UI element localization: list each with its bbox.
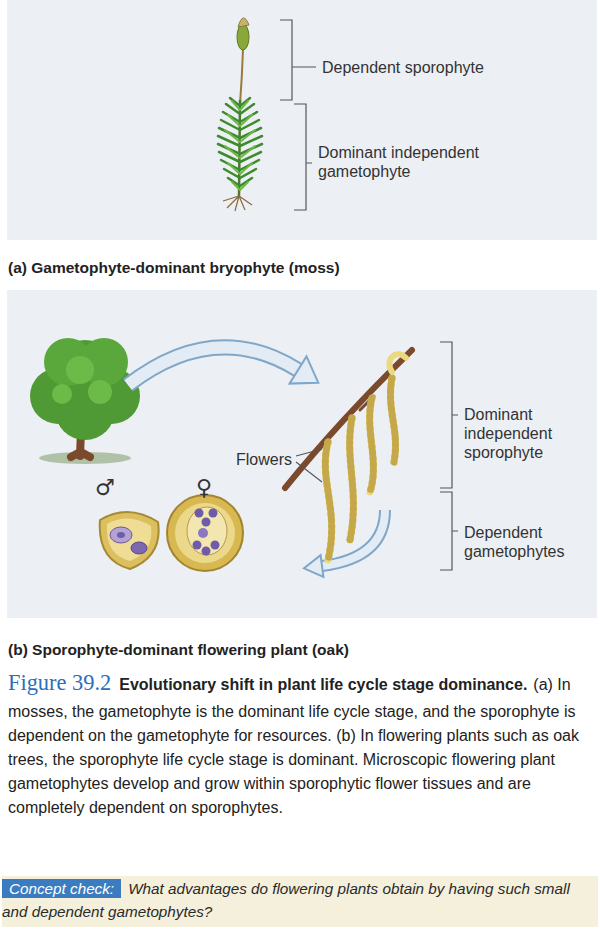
catkin-flower bbox=[325, 442, 331, 560]
stage-label: Dependent gametophytes bbox=[464, 523, 584, 561]
female-gametophyte bbox=[167, 495, 243, 571]
catkin-flower bbox=[390, 378, 395, 462]
catkin-flower bbox=[389, 354, 406, 372]
sex-symbol: ♂ bbox=[95, 476, 125, 500]
male-gametophyte bbox=[100, 512, 159, 569]
male-gametophyte bbox=[117, 532, 125, 538]
female-gametophyte bbox=[195, 509, 204, 518]
bracket bbox=[280, 20, 316, 100]
female-gametophyte bbox=[187, 507, 227, 555]
moss-illustration bbox=[223, 196, 252, 211]
moss-illustration bbox=[238, 18, 249, 27]
leader-line bbox=[296, 449, 322, 482]
figure-number: Figure 39.2 bbox=[8, 670, 111, 695]
cycle-arrow bbox=[290, 356, 319, 383]
oak-tree bbox=[66, 356, 94, 384]
female-gametophyte bbox=[193, 541, 202, 550]
panel-background bbox=[7, 0, 597, 240]
panel-title: (a) Gametophyte-dominant bryophyte (moss… bbox=[7, 258, 597, 277]
stage-label: Dominant independent sporophyte bbox=[464, 405, 579, 462]
female-gametophyte bbox=[211, 541, 220, 550]
moss-illustration bbox=[218, 18, 262, 211]
stage-label: Dominant independent gametophyte bbox=[318, 143, 498, 181]
bracket bbox=[440, 492, 458, 570]
caption-block: Figure 39.2 Evolutionary shift in plant l… bbox=[8, 666, 594, 820]
figure-title: Evolutionary shift in plant life cycle s… bbox=[119, 676, 527, 693]
catkin-flower bbox=[370, 398, 374, 492]
cycle-arrow bbox=[128, 347, 298, 385]
catkin-flower bbox=[390, 378, 395, 462]
male-gametophyte bbox=[131, 542, 147, 554]
oak-tree bbox=[52, 384, 72, 404]
female-gametophyte bbox=[167, 495, 243, 571]
panel-background bbox=[7, 290, 597, 618]
male-gametophyte bbox=[100, 512, 159, 569]
oak-tree bbox=[30, 338, 140, 464]
oak-tree bbox=[88, 380, 112, 404]
leader-line bbox=[296, 449, 322, 482]
figure-caption: (a) In mosses, the gametophyte is the do… bbox=[8, 676, 579, 816]
part-label: Flowers bbox=[236, 450, 306, 469]
catkin-flower bbox=[325, 354, 406, 560]
female-gametophyte bbox=[202, 547, 211, 556]
bracket bbox=[440, 342, 458, 488]
moss-illustration bbox=[225, 101, 255, 190]
female-gametophyte bbox=[175, 503, 235, 563]
female-gametophyte bbox=[202, 518, 211, 527]
catkin-flower bbox=[350, 418, 354, 540]
panel-title: (b) Sporophyte-dominant flowering plant … bbox=[7, 640, 597, 659]
male-gametophyte bbox=[107, 518, 151, 561]
moss-illustration bbox=[237, 24, 249, 50]
cycle-arrow bbox=[128, 347, 298, 385]
moss-illustration bbox=[240, 49, 243, 104]
figure-panel: (a) Gametophyte-dominant bryophyte (moss… bbox=[7, 0, 597, 240]
cycle-arrow bbox=[128, 347, 385, 577]
bracket bbox=[294, 104, 312, 210]
stage-label: Dependent sporophyte bbox=[322, 58, 542, 77]
female-gametophyte bbox=[198, 528, 208, 538]
catkin-flower bbox=[325, 442, 331, 560]
sex-symbol: ♀ bbox=[196, 476, 226, 500]
catkin-flower bbox=[370, 398, 374, 492]
panel-background bbox=[7, 0, 597, 618]
male-gametophyte bbox=[110, 527, 132, 543]
female-gametophyte bbox=[209, 509, 218, 518]
concept-check-box: Concept check:What advantages do floweri… bbox=[2, 876, 598, 927]
cycle-arrow bbox=[304, 555, 323, 577]
catkin-flower bbox=[350, 418, 354, 540]
concept-tag: Concept check: bbox=[2, 879, 121, 898]
bracket bbox=[280, 20, 458, 570]
